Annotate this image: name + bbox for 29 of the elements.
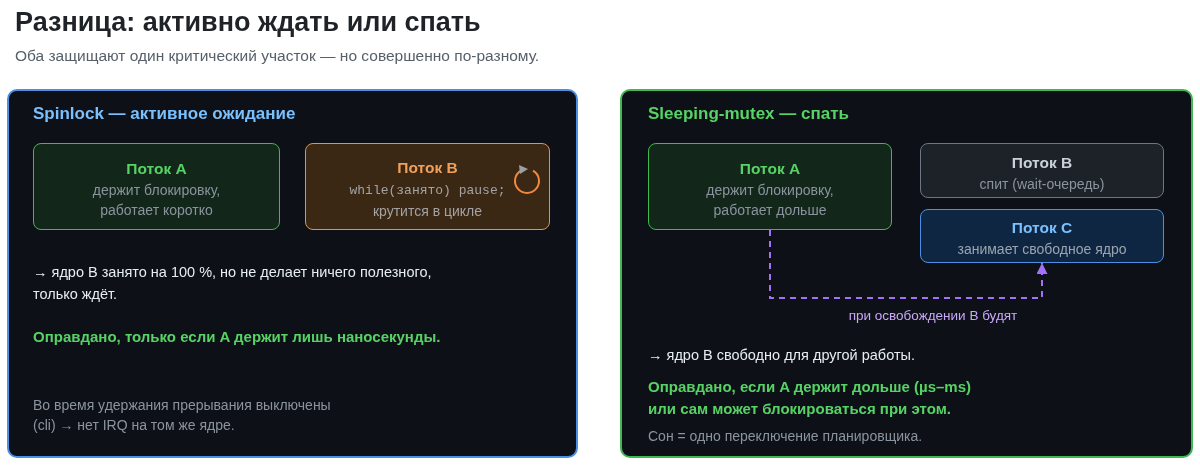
dashed-arrow [769, 229, 1048, 299]
page-subtitle: Оба защищают один критический участок — но совершенно по-разному. [15, 46, 540, 66]
thread-title: Поток B [397, 157, 458, 178]
thread-box [648, 143, 892, 230]
panel [620, 89, 1193, 458]
thread-description: крутится в цикле [372, 201, 483, 221]
thread-box [33, 143, 280, 230]
panel-heading: Spinlock — активное ожидание [33, 103, 296, 125]
thread-box [920, 209, 1164, 263]
thread-box [920, 143, 1164, 198]
note-text: → ядро B свободно для другой работы. [648, 346, 915, 365]
footnote-text: Во время удержания прерывания выключены (cli) → нет IRQ на том же ядре. [33, 396, 332, 435]
conclusion-text: Оправдано, только если A держит лишь наносекунды. [33, 327, 441, 347]
page-title: Разница: активно ждать или спать [15, 6, 481, 39]
thread-title: Поток A [739, 158, 801, 179]
conclusion-text: Оправдано, если A держит дольше (µs–ms) или сам может блокироваться при этом. [648, 377, 972, 419]
thread-title: Поток C [1011, 218, 1073, 238]
code-snippet: while(занято) pause; [349, 181, 506, 200]
thread-title: Поток B [1011, 152, 1073, 173]
thread-description: занимает свободное ядро [957, 240, 1127, 259]
thread-box [305, 143, 550, 230]
panel-heading: Sleeping-mutex — спать [648, 103, 849, 125]
panel [7, 89, 578, 458]
note-text: → ядро B занято на 100 %, но не делает ничего полезного, только ждёт. [33, 263, 433, 304]
footnote-text: Сон = одно переключение планировщика. [648, 427, 923, 446]
thread-title: Поток A [126, 158, 187, 179]
thread-description: держит блокировку, работает дольше [705, 180, 835, 220]
thread-description: спит (wait-очередь) [979, 174, 1105, 194]
thread-description: держит блокировку, работает коротко [91, 180, 222, 220]
